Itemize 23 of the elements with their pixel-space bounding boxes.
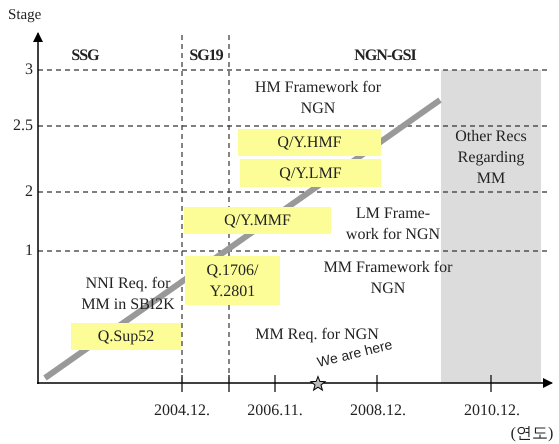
recommendation-box: Q.1706/ Y.2801 — [185, 256, 280, 305]
recommendation-box: Q/Y.HMF — [238, 129, 381, 156]
recommendation-box: Q/Y.MMF — [184, 207, 331, 234]
stage-label: MM Framework for NGN — [323, 258, 453, 299]
tick-label: 2.5 — [12, 116, 33, 136]
column-heading: SSG — [70, 46, 100, 66]
recommendation-box: Q/Y.LMF — [240, 159, 381, 187]
column-heading: NGN-GSI — [353, 46, 418, 66]
tick-label: 3 — [24, 60, 33, 80]
stage-label: MM Req. for NGN — [254, 325, 379, 343]
column-heading: SG19 — [188, 46, 224, 66]
tick-label: 2010.12. — [463, 401, 521, 421]
tick-label: 2 — [24, 182, 33, 202]
tick-label: 1 — [24, 241, 33, 261]
stage-label: LM Frame- work for NGN — [344, 204, 442, 245]
recommendation-box: Q.Sup52 — [71, 323, 181, 350]
stage-label: NNI Req. for MM in SBI2K — [80, 274, 176, 315]
axis-unit: (연도) — [510, 424, 554, 444]
tick-label: 2006.11. — [246, 401, 304, 421]
axis-title: Stage — [8, 6, 42, 25]
tick-label: 2004.12. — [153, 401, 211, 421]
tick-label: 2008.12. — [349, 401, 407, 421]
stage-label: HM Framework for NGN — [254, 78, 382, 119]
